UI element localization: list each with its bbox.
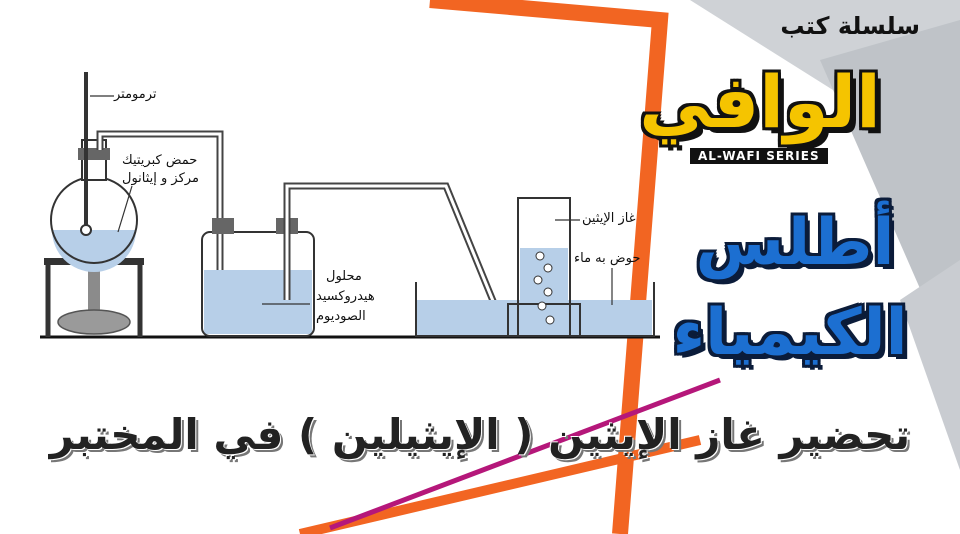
wash-bottle bbox=[201, 218, 315, 337]
page-title: تحضير غاز الإيثين ( الإيثيلين ) في المخت… bbox=[49, 410, 911, 459]
bottle-body bbox=[201, 231, 315, 337]
flask-liquid bbox=[52, 230, 136, 272]
label-naoh-line2: هيدروكسيد bbox=[316, 289, 375, 304]
burner-tube bbox=[88, 262, 100, 312]
leader-acid bbox=[117, 185, 133, 233]
flask-stopper bbox=[78, 148, 110, 160]
gas-bubble bbox=[537, 301, 547, 311]
label-basin: حوض به ماء bbox=[574, 251, 641, 266]
brand-logo: الوافي bbox=[639, 60, 881, 144]
orange-stripe bbox=[429, 0, 669, 534]
atlas-title-line1: أطلس bbox=[695, 206, 895, 280]
label-gas: غاز الإيثين bbox=[582, 211, 636, 226]
gas-bubble bbox=[543, 287, 553, 297]
grey-triangle-bottom bbox=[900, 260, 960, 470]
gas-bubble bbox=[533, 275, 543, 285]
gas-jar bbox=[507, 197, 581, 337]
background-decoration bbox=[298, 0, 960, 534]
gas-bubble bbox=[543, 263, 553, 273]
atlas-title-line2: الكيمياء bbox=[672, 296, 908, 370]
label-naoh-line1: محلول bbox=[326, 269, 362, 284]
bottle-liquid bbox=[204, 270, 312, 334]
label-naoh-line3: الصوديوم bbox=[316, 309, 366, 324]
burner-base bbox=[57, 309, 131, 335]
label-acid-line2: مركز و إيثانول bbox=[122, 171, 199, 186]
gas-bubble bbox=[545, 315, 555, 325]
series-label: سلسلة كتب bbox=[780, 12, 920, 40]
label-acid-line1: حمض كبريتيك bbox=[122, 153, 198, 168]
delivery-tube-1-inner bbox=[98, 132, 222, 290]
magenta-stripe bbox=[329, 377, 721, 531]
brand-latin: AL-WAFI SERIES bbox=[690, 148, 828, 164]
round-bottom-flask bbox=[50, 72, 138, 272]
thermometer-bulb bbox=[80, 224, 92, 236]
label-thermometer: ترمومتر bbox=[114, 87, 157, 102]
orange-stripe-bottom bbox=[298, 435, 702, 534]
gas-bubble bbox=[535, 251, 545, 261]
bottle-neck-left bbox=[212, 218, 234, 234]
